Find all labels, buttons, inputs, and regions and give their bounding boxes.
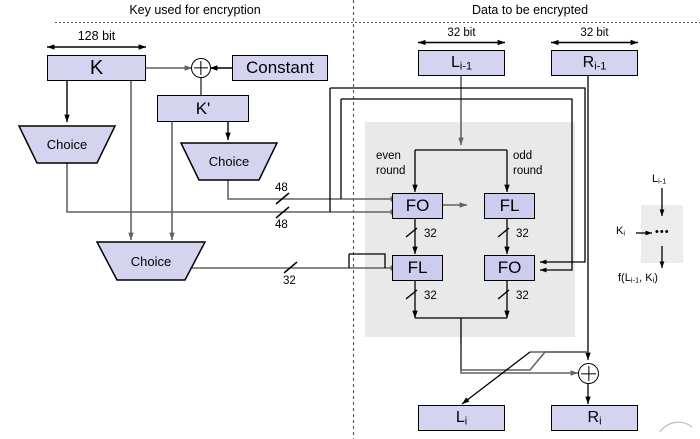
right-output-label: Ri: [587, 408, 602, 428]
left-output-label: Li: [455, 408, 468, 428]
choice-bottom[interactable]: Choice: [95, 241, 207, 281]
even-round-line2: round: [376, 165, 406, 177]
width-label-fl-odd-out: 32: [516, 228, 529, 240]
width-label-fo-odd-out: 32: [516, 290, 529, 302]
even-round-label: even round: [376, 149, 405, 179]
bus-label-32-fl: 32: [283, 275, 296, 287]
legend-output-label: f(Li-1, Ki): [618, 272, 658, 285]
kprime-box[interactable]: K': [157, 95, 249, 122]
fl-odd-box[interactable]: FL: [484, 193, 535, 219]
odd-round-label: odd round: [513, 149, 542, 179]
constant-box[interactable]: Constant: [232, 55, 328, 81]
key-box[interactable]: K: [47, 55, 146, 81]
bus-label-48-lower: 48: [275, 219, 288, 231]
legend-key-label: Ki: [616, 225, 626, 238]
width-label-fl-even-out: 32: [424, 290, 437, 302]
round-function-panel: [365, 122, 575, 337]
fo-odd-box[interactable]: FO: [484, 255, 535, 281]
choice-left[interactable]: Choice: [17, 125, 117, 164]
choice-right[interactable]: Choice: [179, 142, 279, 181]
odd-round-line1: odd: [513, 150, 533, 162]
fo-even-box[interactable]: FO: [392, 193, 443, 219]
legend-input-label: Li-1: [652, 173, 667, 186]
dimension-label-128bit: 128 bit: [77, 29, 116, 43]
dimension-label-left-32bit: 32 bit: [447, 27, 476, 39]
right-input-box[interactable]: Ri-1: [551, 50, 638, 76]
key-xor-gate: [191, 58, 211, 78]
left-input-label: Li-1: [451, 53, 472, 73]
right-output-box[interactable]: Ri: [551, 405, 638, 431]
left-output-box[interactable]: Li: [418, 405, 505, 431]
header-left-title: Key used for encryption: [129, 3, 261, 17]
bus-label-48-upper: 48: [275, 182, 288, 194]
width-label-fo-even-out: 32: [424, 228, 437, 240]
even-round-line1: even: [376, 150, 401, 162]
left-input-box[interactable]: Li-1: [418, 50, 505, 76]
odd-round-line2: round: [513, 165, 543, 177]
fl-even-box[interactable]: FL: [392, 255, 443, 281]
dimension-label-right-32bit: 32 bit: [580, 27, 609, 39]
right-input-label: Ri-1: [582, 53, 607, 73]
header-right-title: Data to be encrypted: [471, 3, 589, 17]
output-xor-gate: [578, 363, 599, 384]
legend-ellipsis: •••: [655, 226, 670, 238]
